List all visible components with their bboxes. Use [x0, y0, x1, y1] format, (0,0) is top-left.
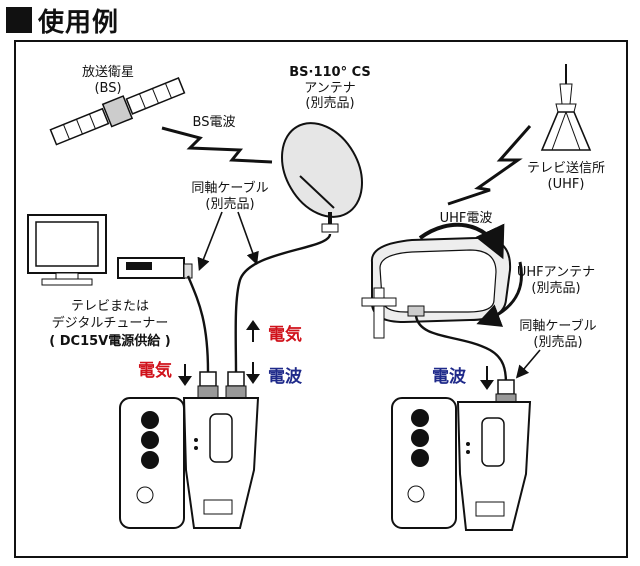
tv-label-3: ( DC15V電源供給 ): [49, 333, 170, 349]
cable-label-2: (別売品): [205, 196, 254, 212]
cable-pointer-2: [237, 211, 259, 266]
cable-right-label-2: (別売品): [533, 334, 582, 350]
tv-icon: [27, 214, 107, 286]
uhf-cable: [414, 315, 508, 385]
tv-tower-icon: [540, 64, 592, 151]
tv-label-2: デジタルチューナー: [52, 315, 169, 331]
cable-label-1: 同軸ケーブル: [191, 180, 268, 196]
wave-label-right: 電波: [268, 366, 303, 387]
tv-label-1: テレビまたは: [71, 299, 149, 314]
power-down-arrow-left: [178, 364, 192, 386]
wave-down-arrow-uhf: [480, 366, 494, 390]
uhf-antenna-label-1: UHFアンテナ: [517, 265, 595, 280]
bs-wave-label: BS電波: [193, 115, 236, 130]
satellite-icon: [49, 77, 186, 146]
section-heading: 使用例: [6, 4, 120, 38]
uhf-arc-top: [418, 222, 505, 260]
cable-pointer-1: [197, 211, 223, 271]
uhf-antenna-label-2: (別売品): [531, 280, 580, 296]
tower-label-1: テレビ送信所: [527, 161, 605, 176]
bs-wave-icon: [161, 126, 273, 164]
heading-text: 使用例: [38, 7, 120, 38]
cable-right-label-1: 同軸ケーブル: [519, 318, 596, 334]
wave-down-arrow: [246, 362, 260, 384]
satellite-label-2: (BS): [94, 81, 121, 96]
left-device-connectors: [197, 371, 247, 399]
heading-square-icon: [6, 7, 32, 33]
right-booster-device: [391, 397, 532, 531]
bs-antenna-dish-icon: [281, 122, 363, 233]
uhf-wave-label: UHF電波: [440, 211, 493, 226]
wave-label-uhf: 電波: [432, 366, 467, 387]
left-booster-device: [119, 397, 260, 529]
tuner-cable: [186, 275, 210, 373]
antenna-label-1: BS·110° CS: [289, 65, 371, 80]
antenna-label-3: (別売品): [305, 95, 354, 111]
tower-label-2: (UHF): [548, 177, 585, 192]
right-device-connectors: [495, 379, 517, 405]
power-up-arrow: [246, 320, 260, 342]
uhf-antenna-icon: [361, 236, 512, 339]
power-label-right: 電気: [268, 324, 302, 345]
diagram-frame: [14, 40, 628, 558]
tuner-icon: [117, 257, 193, 279]
cable-right-pointer: [515, 349, 541, 379]
antenna-label-2: アンテナ: [304, 81, 355, 96]
uhf-wave-icon: [447, 125, 532, 206]
satellite-label-1: 放送衛星: [82, 65, 134, 80]
uhf-arc-right: [476, 261, 523, 327]
antenna-cable: [234, 233, 332, 373]
power-label-left: 電気: [138, 360, 172, 381]
